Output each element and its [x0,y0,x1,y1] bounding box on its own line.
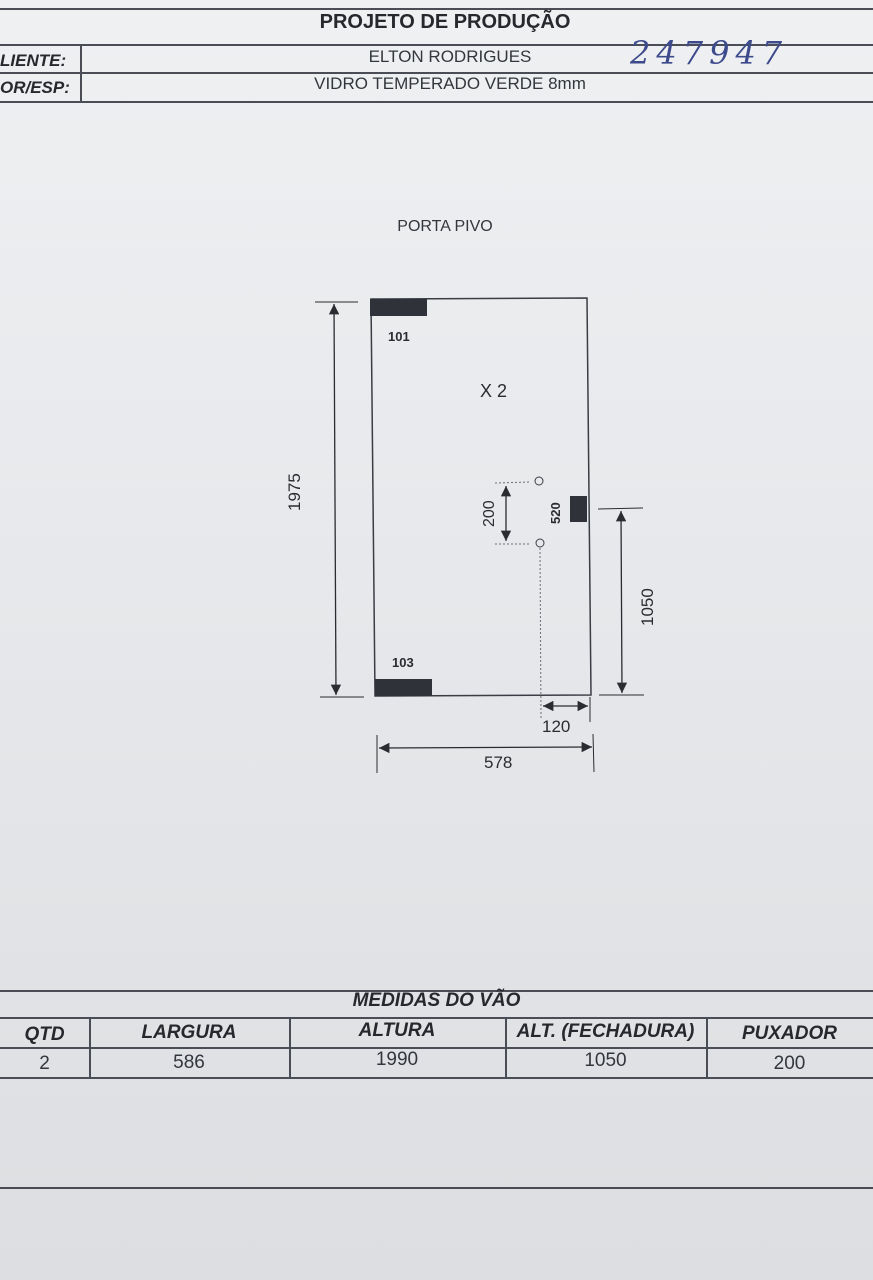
client-value: ELTON RODRIGUES [368,47,532,66]
lock-height-ext-top [597,507,644,510]
table-header-qtd: QTD [24,1024,65,1045]
header-rule-1 [0,44,873,46]
handwritten-order-number: 247947 [630,34,789,72]
table-cell-alt-fechadura: 1050 [584,1050,627,1071]
lock-height-label: 1050 [638,588,657,626]
lock-label: 520 [548,502,563,524]
color-spec-value: VIDRO TEMPERADO VERDE 8mm [314,74,586,93]
table-cell-largura: 586 [173,1052,205,1073]
height-label: 1975 [285,473,304,511]
height-dim-line [328,303,342,696]
header-top-rule [0,8,873,10]
handle-hole-top [534,476,544,486]
header-rule-2 [0,72,873,74]
table-rule-3 [0,1077,873,1079]
table-header-altura: ALTURA [358,1020,436,1041]
glass-panel-outline [370,297,592,697]
table-header-largura: LARGURA [141,1022,237,1043]
color-spec-label: OR/ESP: [0,78,70,97]
table-top-rule [0,990,873,992]
drawing-title: PORTA PIVO [397,218,493,235]
handle-hole-bottom [535,538,545,548]
bottom-pivot-block [375,679,432,696]
header-rule-3 [0,101,873,103]
table-col-divider-1 [89,1017,91,1078]
lock-block [570,496,587,522]
table-col-divider-3 [505,1017,507,1078]
table-header-puxador: PUXADOR [741,1023,837,1044]
client-label: LIENTE: [0,51,67,70]
header-column-divider [80,44,82,102]
lock-height-dim-line [615,510,628,694]
handle-centerline [539,547,542,719]
handle-ext-top [494,481,531,484]
table-rule-1 [0,1017,873,1019]
bottom-pivot-label: 103 [392,655,414,670]
sheet-title: PROJETO DE PRODUÇÃO [319,11,571,33]
table-title: MEDIDAS DO VÃO [352,990,521,1011]
width-dim-line [378,741,593,754]
table-cell-puxador: 200 [773,1053,806,1074]
width-ext-right [592,733,595,773]
table-col-divider-4 [706,1017,708,1078]
footer-rule [0,1187,873,1189]
handle-spacing-label: 200 [481,500,498,527]
top-pivot-block [370,299,427,316]
width-label: 578 [484,753,512,772]
table-header-alt-fechadura: ALT. (FECHADURA) [516,1021,695,1042]
table-col-divider-2 [289,1017,291,1078]
top-pivot-label: 101 [388,329,410,344]
table-rule-2 [0,1047,873,1049]
quantity-mark: X 2 [480,381,507,401]
table-cell-qtd: 2 [39,1053,50,1074]
handle-offset-label: 120 [542,717,570,736]
table-cell-altura: 1990 [375,1049,419,1070]
